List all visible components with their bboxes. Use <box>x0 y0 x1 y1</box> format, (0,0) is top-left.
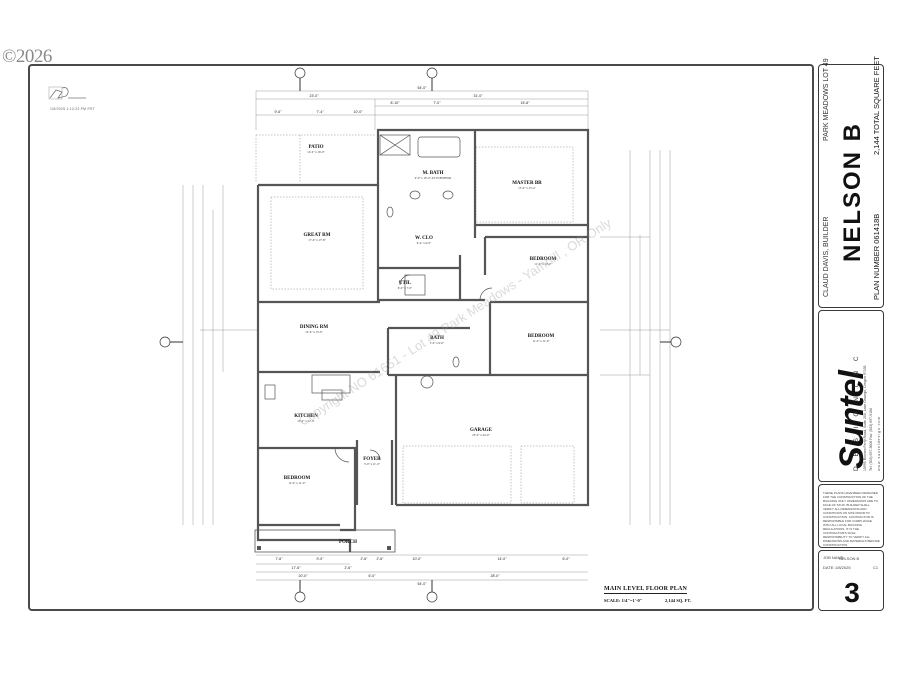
dim-bottom-row1-a: 7'-6" <box>275 557 283 561</box>
plan-name: NELSON B <box>839 121 866 262</box>
designer-logo-panel: Suntel D E S I G N I N C 15995 Boones Fe… <box>818 310 884 482</box>
drawing-area: 2,144 SQ. FT. <box>665 598 692 603</box>
designer-phone: Tel: (503) 697-5606 Fax: (503) 697-9166 <box>869 407 873 471</box>
notes-panel: THESE PLANS HAVE BEEN DESIGNED FOR THE C… <box>818 484 884 548</box>
dim-bottom-row1-e: 10'-0" <box>412 557 422 561</box>
sheet-code: C1 <box>873 565 879 570</box>
sheet-info-panel: JOB NAME: NELSON B DATE: 1/8/2025 C1 3 <box>818 550 884 611</box>
designer-website: w w w . s u n t e l d e s i g n . c o m <box>877 416 881 471</box>
dim-bottom-row1-g: 6'-0" <box>562 557 570 561</box>
drawing-title: MAIN LEVEL FLOOR PLAN <box>604 586 688 594</box>
dim-top-row3-a: 9'-6" <box>274 110 282 114</box>
designer-address: 15995 Boones Ferry Road, Suite 200, Lake… <box>863 365 867 471</box>
designer-subtitle: D E S I G N I N C <box>853 352 860 471</box>
signature-icon <box>48 86 86 100</box>
room-label-porch: PORCH <box>338 540 358 545</box>
copyright-stamp: ©2026 <box>2 46 52 67</box>
drawing-sheet-frame <box>28 64 814 611</box>
job-label: JOB NAME: <box>823 555 845 560</box>
dim-bottom-row1-f: 14'-0" <box>497 557 507 561</box>
dim-top-row3b-a: 8'-10" <box>390 101 400 105</box>
sheet-number: 3 <box>844 577 860 608</box>
general-notes: THESE PLANS HAVE BEEN DESIGNED FOR THE C… <box>823 491 880 547</box>
job-value: NELSON B <box>839 556 860 561</box>
title-block: CLAUD DAVIS, BUILDER PARK MEADOWS LOT 49… <box>818 56 884 611</box>
plan-number: PLAN NUMBER 061418B <box>872 213 881 300</box>
dim-overall-top: 54'-0" <box>417 86 427 90</box>
dim-bottom-row2-a: 17'-6" <box>291 566 301 570</box>
dim-top-left: 23'-0" <box>309 94 319 98</box>
dim-bottom-row2-b: 2'-6" <box>344 566 352 570</box>
plan-info-panel: CLAUD DAVIS, BUILDER PARK MEADOWS LOT 49… <box>818 56 884 308</box>
project-name: PARK MEADOWS LOT 49 <box>823 58 830 141</box>
dim-bottom-row1-d: 2'-6" <box>376 557 384 561</box>
dim-bottom-row3-a: 20'-0" <box>298 574 308 578</box>
dim-top-right: 31'-0" <box>473 94 483 98</box>
drawing-scale: SCALE: 1/4"=1'-0" <box>604 598 643 603</box>
dim-top-row3b-c: 15'-6" <box>520 101 530 105</box>
total-square-feet: 2,144 TOTAL SQUARE FEET <box>872 56 881 155</box>
dim-top-row3-c: 10'-0" <box>353 110 363 114</box>
date-value: 1/8/2025 <box>835 565 851 570</box>
dim-bottom-row3-b: 6'-0" <box>368 574 376 578</box>
date-label: DATE: <box>823 565 835 570</box>
dim-top-row3b-b: 7'-0" <box>433 101 441 105</box>
dim-bottom-row3-c: 28'-0" <box>490 574 500 578</box>
builder-name: CLAUD DAVIS, BUILDER <box>823 216 830 297</box>
dim-bottom-row1-b: 9'-0" <box>316 557 324 561</box>
dim-overall-bottom: 54'-0" <box>417 582 427 586</box>
dim-bottom-row1-c: 2'-6" <box>360 557 368 561</box>
dim-top-row3-b: 7'-4" <box>316 110 324 114</box>
signature-date: 1/8/2025 1:12:23 PM PST <box>50 107 95 111</box>
